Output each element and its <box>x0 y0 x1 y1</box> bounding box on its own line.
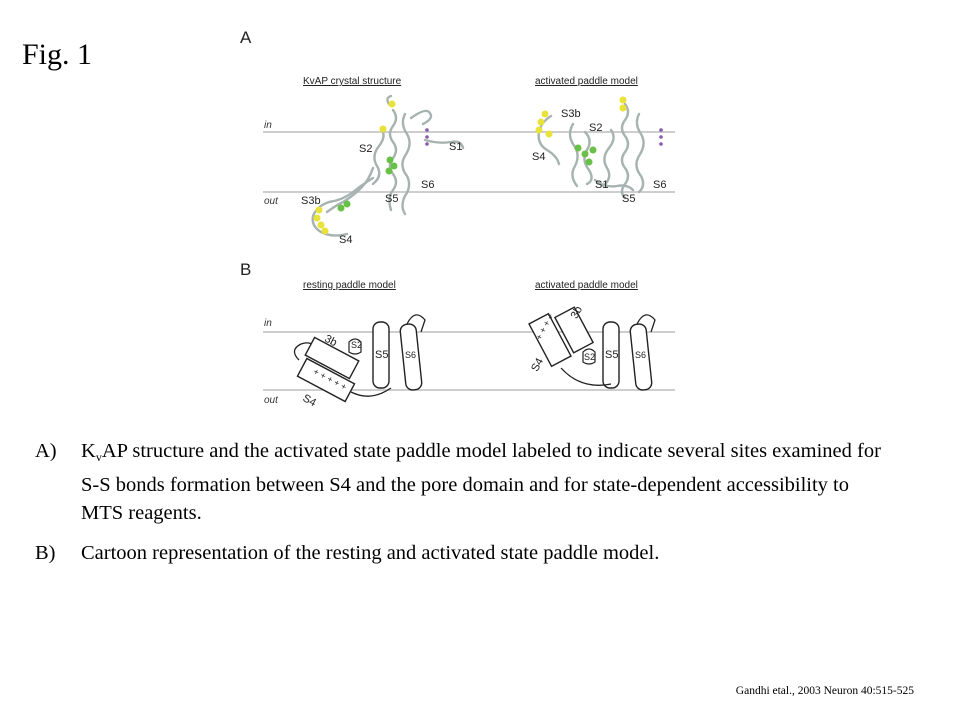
panel-b-right-3b: 3b <box>569 304 585 320</box>
panel-b-left-s5: S5 <box>375 349 388 361</box>
figure-illustration: KvAP crystal structure activated paddle … <box>255 70 685 415</box>
figure-title: Fig. 1 <box>22 38 93 71</box>
resting-paddle-cartoon: + + + + + <box>293 314 426 403</box>
caption-text-a-rest: AP structure and the activated state pad… <box>81 440 881 524</box>
panel-a-out-label: out <box>264 196 279 207</box>
caption-marker-a: A) <box>35 440 57 462</box>
figure-svg: KvAP crystal structure activated paddle … <box>263 76 675 409</box>
citation: Gandhi etal., 2003 Neuron 40:515-525 <box>735 685 914 697</box>
panel-b-out-label: out <box>264 395 279 406</box>
figure-caption: A) KvAP structure and the activated stat… <box>35 437 895 579</box>
panel-b-left-title: resting paddle model <box>303 280 396 291</box>
caption-text-b: Cartoon representation of the resting an… <box>81 542 660 564</box>
panel-b-in-label: in <box>264 318 272 329</box>
panel-b-right-s6: S6 <box>635 350 646 360</box>
caption-item-b: B) Cartoon representation of the resting… <box>35 539 895 567</box>
panel-a-right-s2: S2 <box>589 122 602 134</box>
panel-b-left-3b: 3b <box>322 333 338 349</box>
kvap-crystal-ribbon <box>311 94 465 237</box>
panel-b-right-title: activated paddle model <box>535 280 638 291</box>
panel-a-right-s6: S6 <box>653 179 666 191</box>
panel-a-letter: A <box>240 28 252 47</box>
caption-marker-b: B) <box>35 542 56 564</box>
panel-a-left-s3b: S3b <box>301 195 321 207</box>
panel-b-left-s2: S2 <box>351 340 362 350</box>
panel-a-right-s4: S4 <box>532 151 545 163</box>
panel-a-left-s1: S1 <box>449 141 462 153</box>
activated-paddle-ribbon <box>535 96 663 200</box>
panel-a-left-s4: S4 <box>339 234 352 246</box>
panel-a-left-s2: S2 <box>359 143 372 155</box>
panel-b-left-s6: S6 <box>405 350 416 360</box>
panel-a-right-s1: S1 <box>595 179 608 191</box>
activated-paddle-cartoon: + + + + <box>528 306 656 391</box>
panel-a-left-title: KvAP crystal structure <box>303 76 402 87</box>
panel-a-right-s3b: S3b <box>561 108 581 120</box>
panel-a-right-s5: S5 <box>622 193 635 205</box>
panel-a-in-label: in <box>264 120 272 131</box>
panel-b-letter: B <box>240 260 252 279</box>
panel-b-right-s5: S5 <box>605 349 618 361</box>
caption-text-a-k: K <box>81 440 96 462</box>
panel-b-right-s2: S2 <box>584 352 595 362</box>
panel-b-left-s4: S4 <box>301 392 319 409</box>
caption-text-a-subscript: v <box>95 450 102 464</box>
panel-a-left-s6: S6 <box>421 179 434 191</box>
panel-a-left-s5: S5 <box>385 193 398 205</box>
caption-item-a: A) KvAP structure and the activated stat… <box>35 437 895 527</box>
caption-text-a: KvAP structure and the activated state p… <box>81 437 895 527</box>
panel-b-right-s4: S4 <box>529 356 546 374</box>
panel-a-right-title: activated paddle model <box>535 76 638 87</box>
